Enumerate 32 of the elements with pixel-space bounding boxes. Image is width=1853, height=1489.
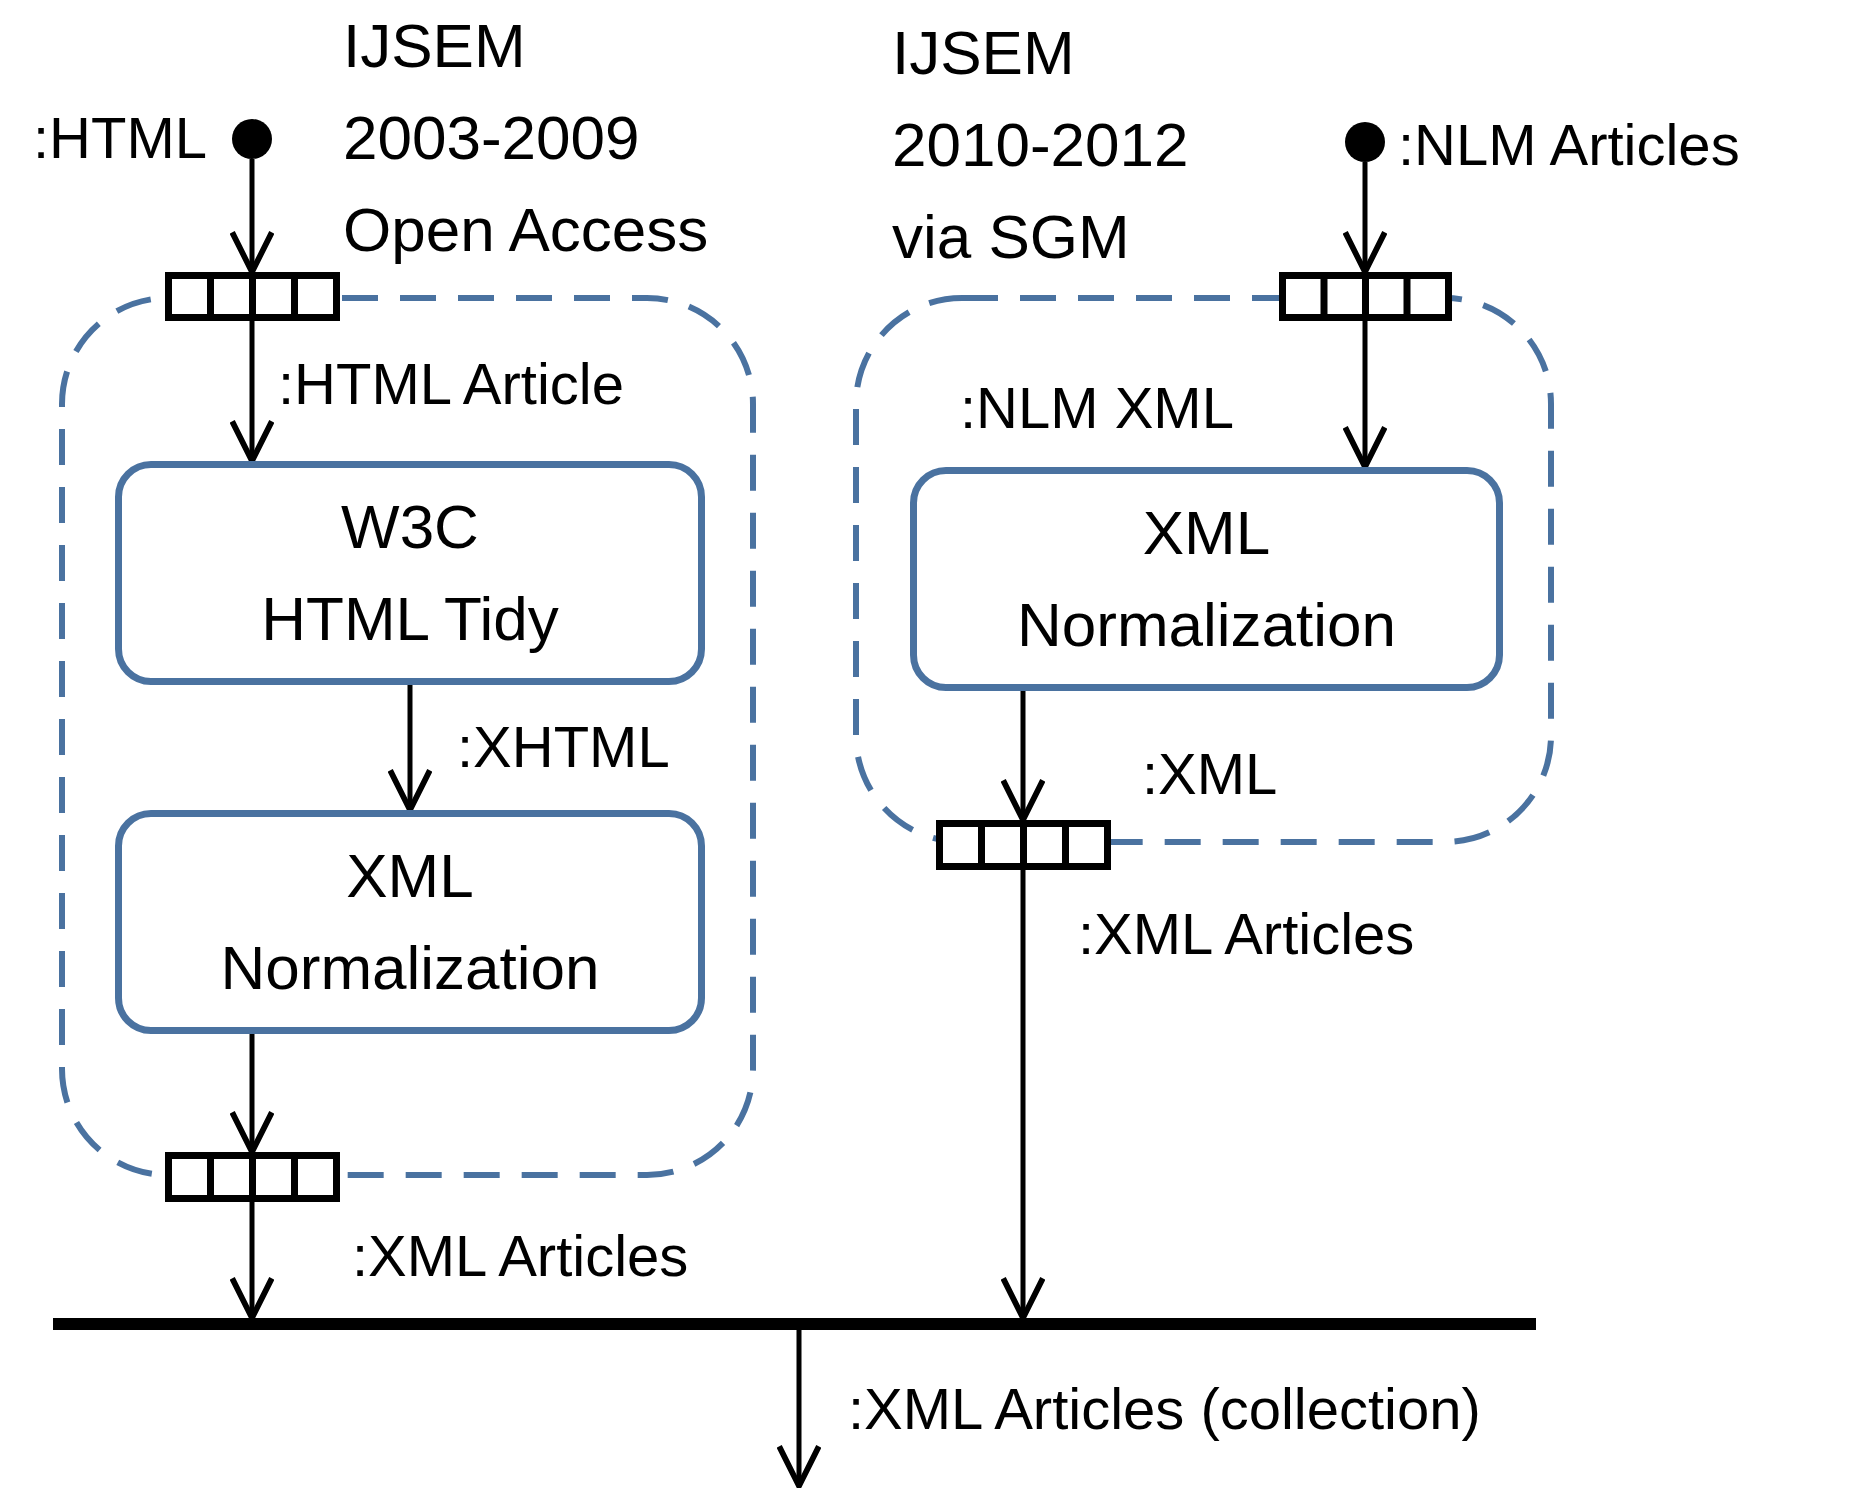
edge-label: :XHTML [457, 713, 670, 781]
edge-label: :HTML Article [278, 350, 624, 418]
arrow [229, 159, 275, 275]
arrow [229, 1034, 275, 1155]
arrow [1000, 691, 1046, 823]
arrow [1342, 162, 1388, 275]
pin-box [165, 272, 340, 321]
process-label: XML Normalization [219, 840, 601, 1004]
arrow [1000, 870, 1046, 1321]
node-caption: :HTML [32, 104, 207, 172]
edge-label: :XML Articles [352, 1222, 689, 1290]
arrow [1342, 321, 1388, 470]
edge-label: :XML [1142, 740, 1278, 808]
region-heading: IJSEM 2010-2012 via SGM [892, 17, 1190, 273]
arrow [229, 321, 275, 464]
join-bar [53, 1318, 1536, 1330]
pin-box [165, 1152, 340, 1202]
arrow [776, 1330, 822, 1489]
process-box [115, 810, 705, 1034]
process-box [115, 461, 705, 685]
edge-label: :NLM XML [960, 374, 1234, 442]
edge-label: :XML Articles [1078, 900, 1415, 968]
region-heading: IJSEM 2003-2009 Open Access [343, 10, 710, 266]
process-label: XML Normalization [1016, 497, 1397, 661]
process-label: W3C HTML Tidy [260, 491, 560, 655]
edge-label: :XML Articles (collection) [848, 1375, 1481, 1443]
node-caption: :NLM Articles [1398, 111, 1740, 179]
arrow [387, 685, 433, 813]
pin-box [1279, 272, 1452, 321]
pin-box [936, 820, 1111, 870]
process-box [910, 467, 1503, 691]
arrow [229, 1202, 275, 1321]
